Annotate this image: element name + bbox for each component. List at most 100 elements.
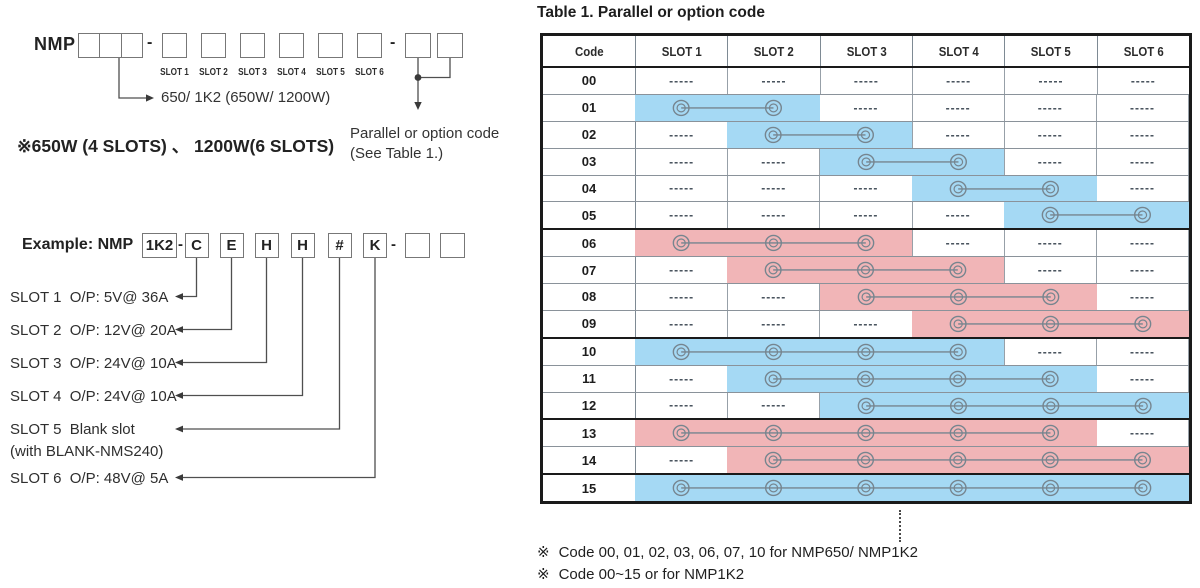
parallel-band-13	[635, 420, 1097, 447]
parallel-band-08	[819, 284, 1097, 310]
parallel-band-06	[635, 230, 912, 257]
table-cell-code-08: 08	[543, 284, 636, 310]
table-cell-09-slot2: -----	[728, 310, 821, 337]
empty-marker: -----	[669, 73, 695, 88]
empty-marker: -----	[761, 398, 787, 413]
table-cell-01-slot2	[728, 94, 821, 121]
empty-marker: -----	[1037, 127, 1063, 142]
table-header-slot-1: SLOT 1	[636, 36, 729, 66]
table-cell-00-slot2: -----	[728, 68, 821, 94]
table-note-2: ※Code 00~15 or for NMP1K2	[537, 565, 918, 587]
empty-marker: -----	[669, 316, 695, 331]
table-cell-00-slot1: -----	[636, 68, 729, 94]
empty-marker: -----	[669, 154, 695, 169]
empty-marker: -----	[1037, 263, 1063, 278]
table-cell-01-slot4: -----	[913, 94, 1005, 121]
example-code-box-6: K	[363, 233, 387, 258]
table-row-15: 15	[543, 473, 1190, 501]
example-code-box-1: C	[184, 233, 209, 258]
table-title: Table 1. Parallel or option code	[537, 4, 765, 21]
table-header-slot-6: SLOT 6	[1123, 43, 1164, 59]
table-cell-08-slot2: -----	[728, 284, 821, 310]
example-code-box-3: H	[254, 233, 279, 258]
empty-marker: -----	[761, 208, 787, 223]
table-cell-06-slot4: -----	[913, 230, 1005, 257]
connector-lines	[118, 57, 451, 481]
table-cell-02-slot1: -----	[636, 121, 729, 148]
table-cell-07-slot6: -----	[1097, 257, 1190, 283]
empty-marker: -----	[853, 181, 879, 196]
table-cell-00-slot6: -----	[1098, 68, 1189, 94]
table-cell-03-slot1: -----	[636, 148, 729, 175]
parallel-band-03	[819, 148, 1005, 175]
empty-marker: -----	[853, 100, 879, 115]
table-cell-00-slot3: -----	[821, 68, 913, 94]
table-cell-06-slot5: -----	[1005, 230, 1097, 257]
empty-marker: -----	[945, 127, 971, 142]
table-cell-code-07: 07	[543, 257, 636, 283]
table-cell-00-slot5: -----	[1005, 68, 1098, 94]
model-prefix: NMP	[34, 34, 76, 54]
table-row-10: 10----------	[543, 336, 1190, 365]
table-cell-04-slot6: -----	[1097, 175, 1190, 202]
table-row-11: 11----------	[543, 364, 1190, 392]
empty-marker: -----	[1129, 289, 1155, 304]
table-cell-02-slot5: -----	[1005, 121, 1097, 148]
empty-marker: -----	[853, 73, 879, 88]
empty-marker: -----	[669, 398, 695, 413]
table-cell-07-slot5: -----	[1005, 257, 1097, 283]
model-slot-label-4: SLOT 4	[277, 66, 306, 78]
example-dash-2: -	[391, 236, 396, 253]
example-option-box-2	[440, 233, 465, 258]
example-model-box: 1K2	[142, 233, 177, 258]
empty-marker: -----	[1037, 236, 1063, 251]
parallel-band-05	[1004, 202, 1189, 229]
table-row-07: 07 ----- ----- -----	[543, 256, 1190, 283]
empty-marker: -----	[669, 453, 695, 468]
empty-marker: -----	[1130, 73, 1156, 88]
table-cell-code-13: 13	[543, 420, 636, 447]
empty-marker: -----	[1129, 154, 1155, 169]
table-header-slot-5: SLOT 5	[1005, 36, 1098, 66]
table-cell-02-slot4: -----	[913, 121, 1005, 148]
empty-marker: -----	[945, 208, 971, 223]
option-code-box-2	[437, 33, 463, 58]
empty-marker: -----	[669, 289, 695, 304]
table-cell-05-slot1: -----	[636, 202, 729, 229]
model-series-box	[78, 33, 143, 58]
empty-marker: -----	[669, 263, 695, 278]
legend-slot-2: SLOT 2 O/P: 12V@ 20A	[10, 322, 177, 339]
table-body: 00------------------------------01------…	[543, 68, 1190, 501]
empty-marker: -----	[1037, 344, 1063, 359]
table-cell-11-slot1: -----	[636, 365, 729, 392]
table-header-slot-4: SLOT 4	[913, 36, 1006, 66]
legend-slot-6: SLOT 6 O/P: 48V@ 5A	[10, 470, 169, 487]
table-row-08: 08 ----- ----- -----	[543, 283, 1190, 310]
table-row-09: 09---------------	[543, 309, 1190, 337]
table-cell-01-slot5: -----	[1005, 94, 1097, 121]
model-dash-1: -	[147, 34, 153, 51]
table-row-13: 13-----	[543, 418, 1190, 447]
legend-slot-1: SLOT 1 O/P: 5V@ 36A	[10, 289, 169, 306]
empty-marker: -----	[669, 181, 695, 196]
table-cell-10-slot5: -----	[1005, 338, 1097, 365]
example-option-box-1	[405, 233, 430, 258]
model-slot-box-5	[318, 33, 343, 58]
table-cell-10-slot6: -----	[1097, 338, 1190, 365]
table-cell-05-slot4: -----	[913, 202, 1005, 229]
table-cell-08-slot1: -----	[636, 284, 729, 310]
empty-marker: -----	[761, 316, 787, 331]
model-slot-label-5: SLOT 5	[316, 66, 345, 78]
empty-marker: -----	[946, 73, 972, 88]
empty-marker: -----	[669, 127, 695, 142]
table-cell-code-09: 09	[543, 310, 636, 337]
parallel-band-04	[912, 175, 1097, 202]
table-cell-code-05: 05	[543, 202, 636, 229]
table-cell-04-slot2: -----	[728, 175, 821, 202]
table-row-02: 02--------------------	[543, 120, 1190, 148]
series-cell-2	[100, 34, 122, 57]
empty-marker: -----	[1038, 73, 1064, 88]
parallel-band-12	[819, 392, 1189, 419]
table-cell-05-slot2: -----	[728, 202, 821, 229]
table-cell-03-slot5: -----	[1005, 148, 1097, 175]
